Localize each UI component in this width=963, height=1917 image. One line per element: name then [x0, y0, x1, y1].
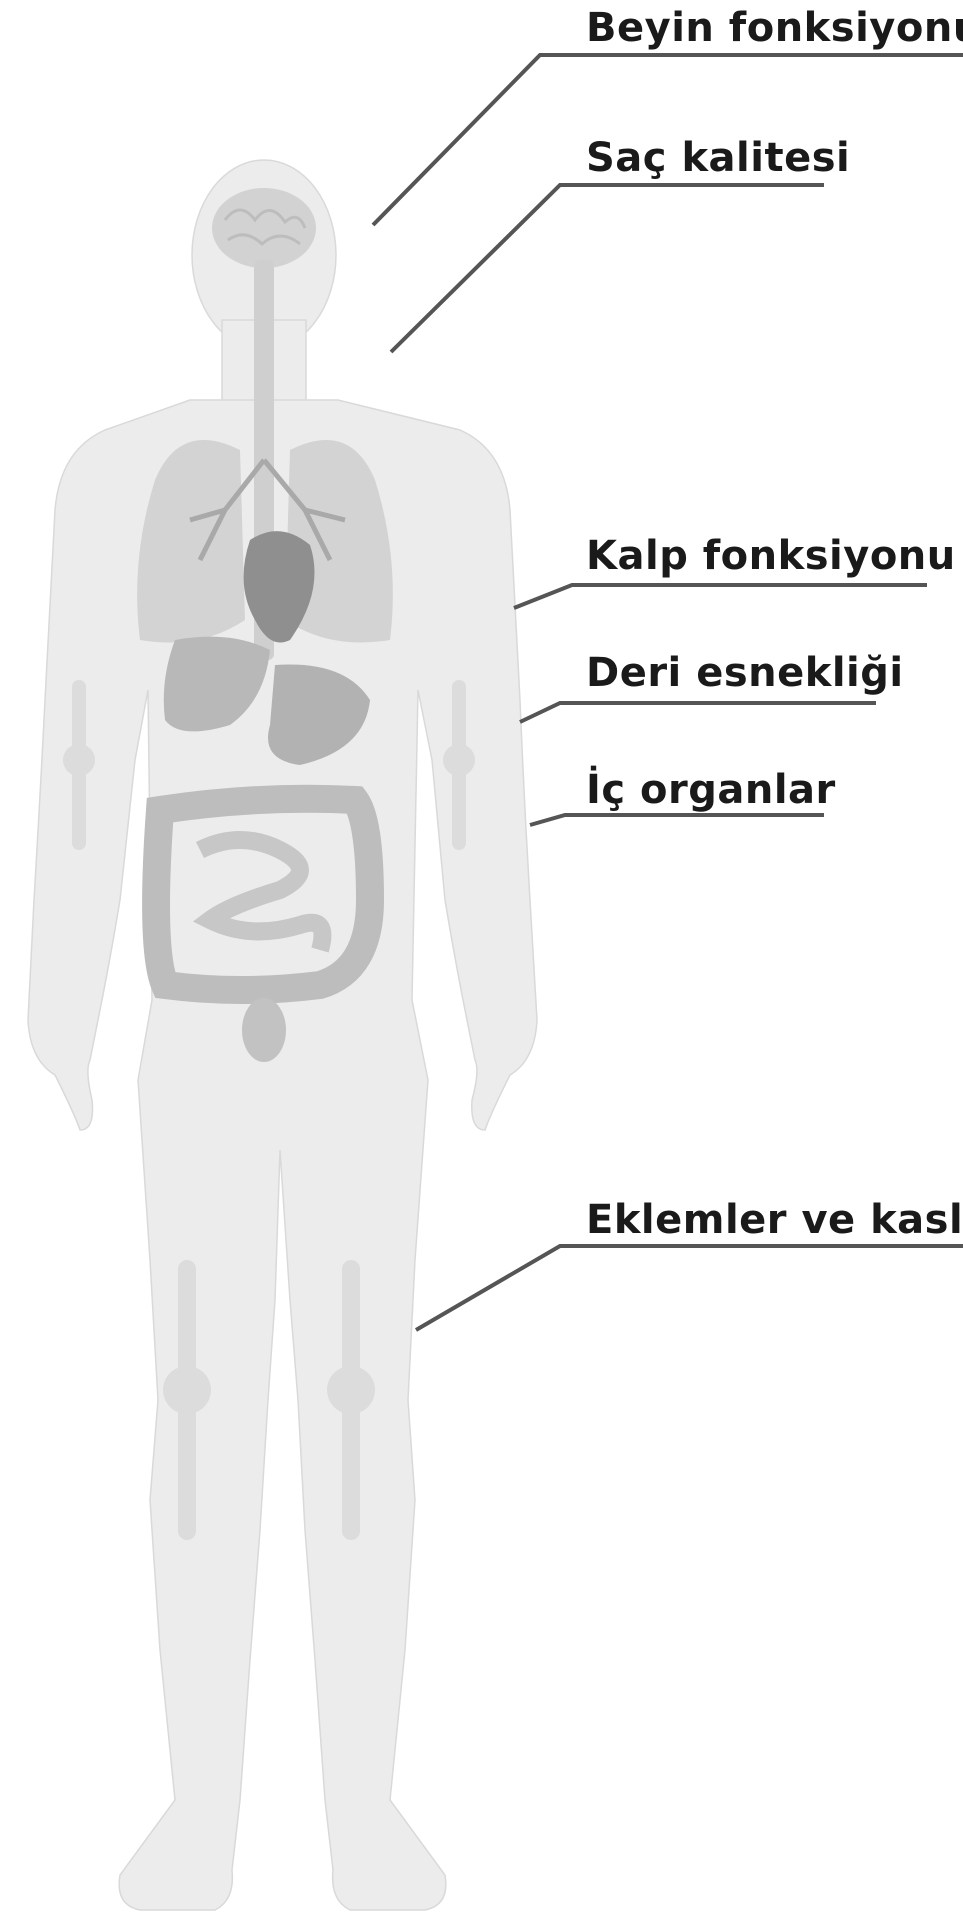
brain	[212, 188, 316, 268]
organs-leader	[530, 815, 824, 825]
label-brain-function: Beyin fonksiyonu	[586, 8, 963, 48]
label-joints-muscles: Eklemler ve kaslar	[586, 1200, 963, 1240]
bladder	[242, 998, 286, 1062]
left-elbow	[63, 744, 95, 776]
right-knee	[327, 1366, 375, 1414]
skin-leader	[520, 703, 876, 722]
right-elbow	[443, 744, 475, 776]
heart-leader	[514, 585, 927, 608]
label-hair-quality: Saç kalitesi	[586, 138, 850, 178]
label-heart-function: Kalp fonksiyonu	[586, 536, 956, 576]
label-internal-organs: İç organlar	[586, 770, 836, 810]
hair-leader	[391, 185, 824, 352]
left-knee	[163, 1366, 211, 1414]
label-skin-elasticity: Deri esnekliği	[586, 653, 904, 693]
joints-leader	[416, 1246, 963, 1330]
